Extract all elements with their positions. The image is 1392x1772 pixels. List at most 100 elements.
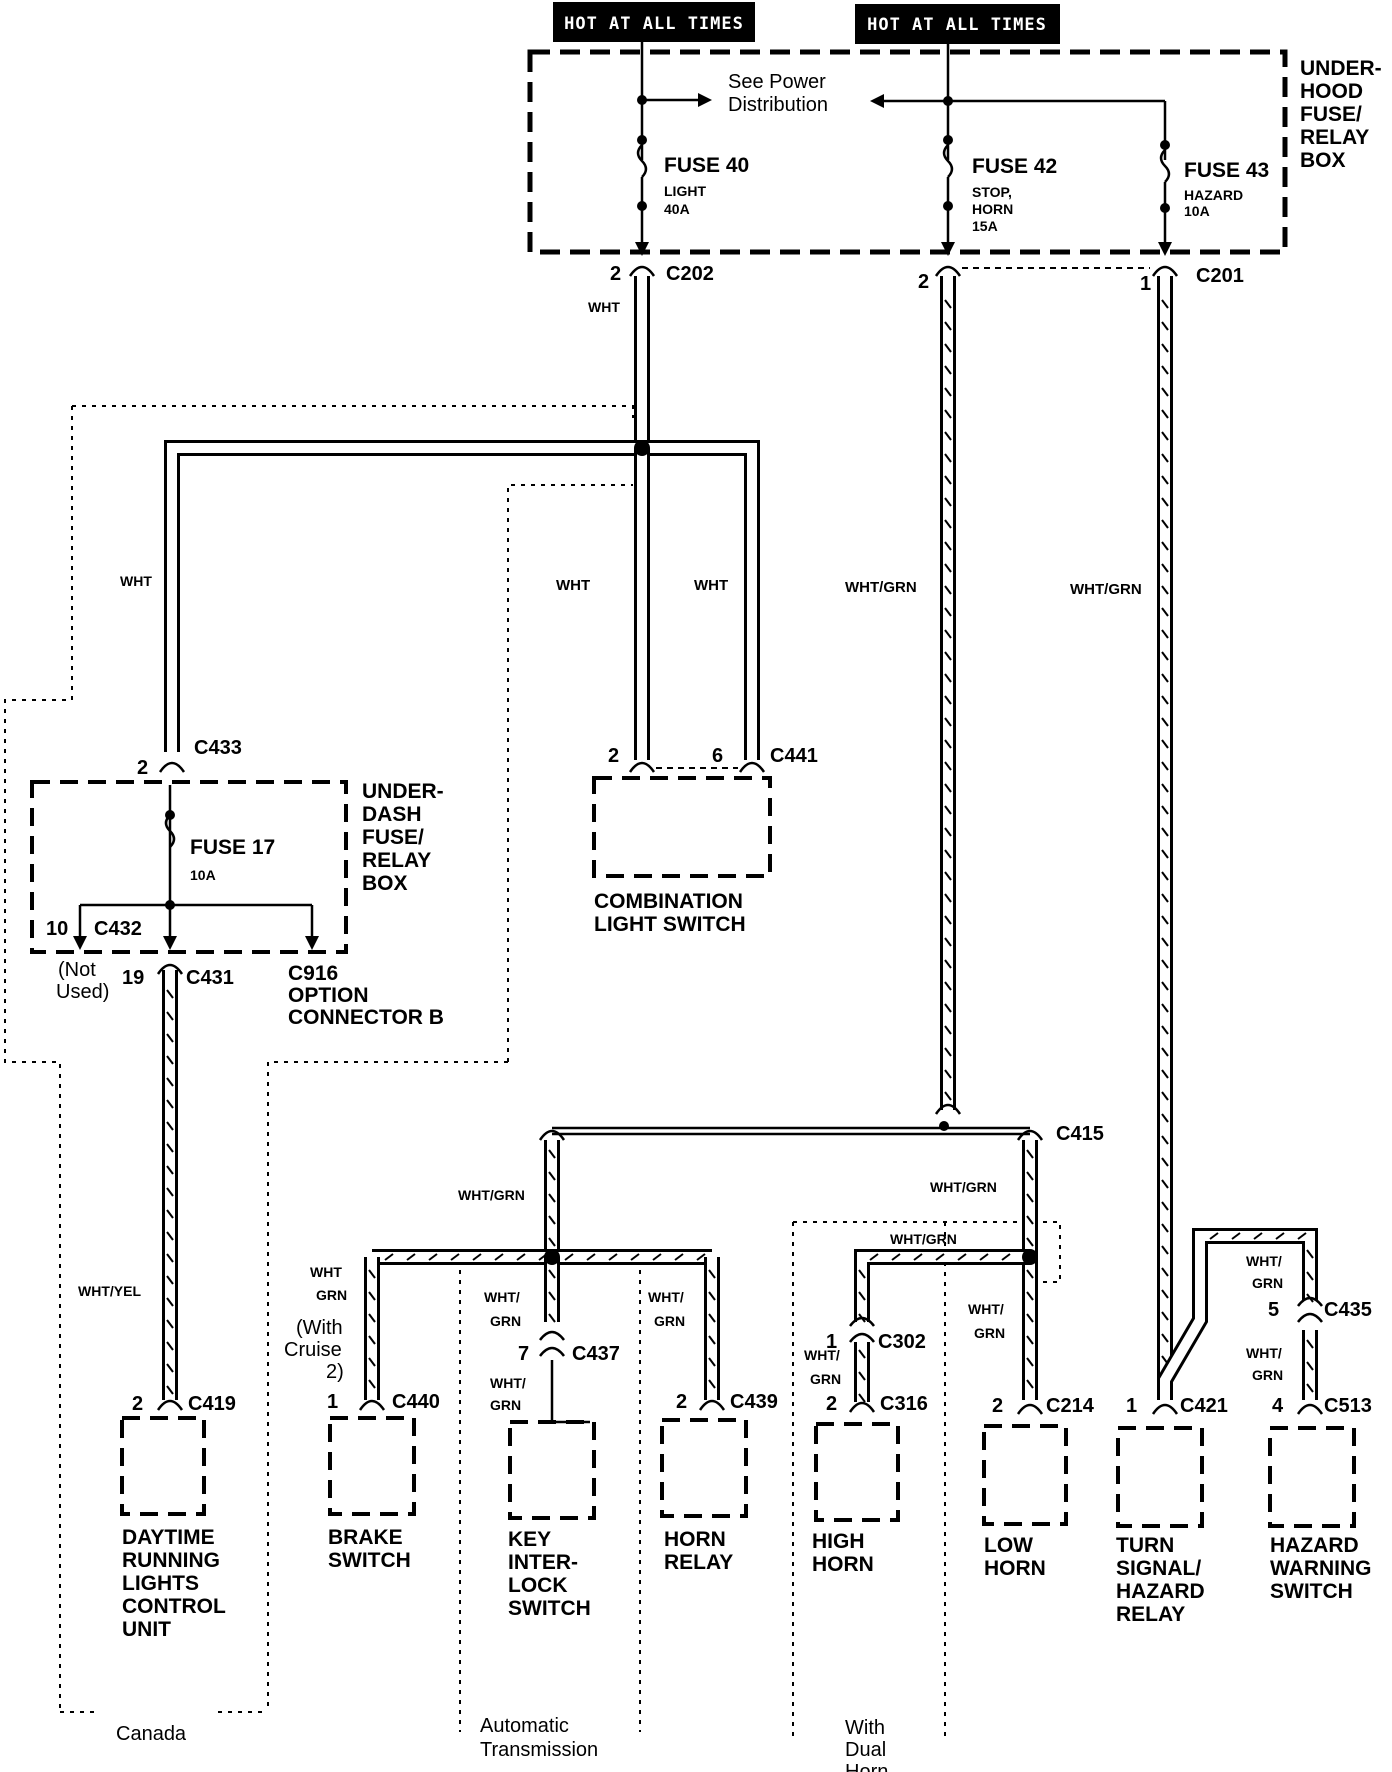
canada-label: Canada — [116, 1723, 187, 1745]
svg-text:WHT: WHT — [694, 577, 728, 594]
underhood-box-label: UNDER- HOOD FUSE/ RELAY BOX — [1300, 57, 1388, 172]
underhood-fuse-relay-box — [527, 49, 1288, 255]
c432-label: C432 — [94, 918, 142, 940]
svg-text:WHT: WHT — [120, 573, 152, 589]
svg-text:1: 1 — [1140, 273, 1151, 295]
c440-label: C440 — [392, 1391, 440, 1413]
hot-label-right: HOT AT ALL TIMES — [867, 15, 1047, 35]
c439-label: C439 — [730, 1391, 778, 1413]
hazard-warning-switch-label: HAZARD WARNING SWITCH — [1270, 1534, 1377, 1603]
c419-label: C419 — [188, 1393, 236, 1415]
svg-text:19: 19 — [122, 967, 144, 989]
svg-text:2: 2 — [137, 757, 148, 779]
svg-text:WHT/GRN: WHT/GRN — [490, 1375, 526, 1413]
c421-label: C421 — [1180, 1395, 1228, 1417]
svg-text:1: 1 — [826, 1331, 837, 1353]
fuse-43-symbol — [1158, 140, 1172, 256]
c201-connector-left — [934, 265, 962, 277]
svg-text:2: 2 — [132, 1393, 143, 1415]
c214-label: C214 — [1046, 1395, 1095, 1417]
svg-text:WHT/GRN: WHT/GRN — [1246, 1253, 1283, 1291]
svg-text:WHT/GRN: WHT/GRN — [1246, 1345, 1283, 1383]
c441-label: C441 — [770, 745, 818, 767]
c202-connector — [628, 265, 656, 277]
combination-light-switch-label: COMBINATION LIGHT SWITCH — [594, 890, 749, 936]
fuse-42-symbol — [941, 135, 955, 256]
svg-text:WHT/GRN: WHT/GRN — [484, 1289, 521, 1329]
not-used-label: (Not Used) — [56, 959, 109, 1003]
svg-text:2: 2 — [608, 745, 619, 767]
c431-label: C431 — [186, 967, 234, 989]
connector-labels: 2 6 C441 C415 2 C419 1 C440 7 C437 2 C43… — [132, 745, 1372, 1417]
svg-text:7: 7 — [518, 1343, 529, 1365]
fuse-40-desc: LIGHT — [664, 183, 706, 199]
svg-text:4: 4 — [1272, 1395, 1284, 1417]
svg-text:WHT/GRN: WHT/GRN — [804, 1347, 841, 1387]
key-interlock-switch-box — [508, 1420, 596, 1520]
hot-at-all-times-box-left — [553, 2, 755, 42]
hot-label-left: HOT AT ALL TIMES — [564, 14, 744, 34]
dual-horn-region-outline — [792, 1221, 1061, 1736]
fuse-43-desc: HAZARD — [1184, 187, 1243, 203]
canada-region-outline — [4, 405, 634, 1712]
svg-text:2: 2 — [992, 1395, 1003, 1417]
svg-text:WHT/GRN: WHT/GRN — [648, 1289, 685, 1329]
turn-signal-hazard-relay-box — [1116, 1426, 1204, 1528]
c433-connector — [158, 761, 186, 773]
dual-horn-label: With Dual Horn — [845, 1717, 892, 1772]
c415-label: C415 — [1056, 1123, 1104, 1145]
low-horn-label: LOW HORN — [984, 1534, 1046, 1580]
fuse-42-amp: 15A — [972, 218, 998, 234]
fuse-40-label: FUSE 40 — [664, 154, 749, 177]
fuse-42-desc1: STOP, — [972, 184, 1012, 200]
svg-text:WHT/GRN: WHT/GRN — [968, 1301, 1005, 1341]
c433-label: C433 — [194, 737, 242, 759]
fuse-17-amp: 10A — [190, 867, 216, 883]
svg-text:WHT/GRN: WHT/GRN — [890, 1231, 957, 1247]
fuse-40-symbol — [635, 135, 649, 256]
automatic-transmission-label: Automatic Transmission — [480, 1715, 598, 1761]
c916-label: C916 OPTION CONNECTOR B — [288, 962, 444, 1029]
c201-label: C201 — [1196, 265, 1244, 287]
c437-label: C437 — [572, 1343, 620, 1365]
svg-text:WHT/GRN: WHT/GRN — [845, 579, 917, 596]
fuse-42-label: FUSE 42 — [972, 155, 1057, 178]
svg-text:10: 10 — [46, 918, 68, 940]
svg-text:2: 2 — [826, 1393, 837, 1415]
wires — [73, 276, 1318, 1424]
c513-label: C513 — [1324, 1395, 1372, 1417]
high-horn-box — [814, 1422, 900, 1522]
c316-label: C316 — [880, 1393, 928, 1415]
high-horn-label: HIGH HORN — [812, 1530, 874, 1576]
underdash-fuse-relay-box — [30, 780, 348, 954]
svg-text:1: 1 — [1126, 1395, 1137, 1417]
svg-text:WHT/GRN: WHT/GRN — [458, 1187, 525, 1203]
svg-text:WHT/GRN: WHT/GRN — [930, 1179, 997, 1195]
wire-tracer-hatching — [166, 299, 1314, 1403]
combination-light-switch-box — [592, 776, 772, 878]
svg-text:1: 1 — [327, 1391, 338, 1413]
fuse-40-amp: 40A — [664, 201, 690, 217]
svg-text:WHT/GRN: WHT/GRN — [1070, 581, 1142, 598]
svg-text:WHT/YEL: WHT/YEL — [78, 1283, 141, 1299]
drl-control-unit-label: DAYTIME RUNNING LIGHTS CONTROL UNIT — [122, 1526, 231, 1641]
svg-text:WHT: WHT — [588, 299, 620, 315]
brake-switch-label: BRAKE SWITCH — [328, 1526, 411, 1572]
fuse-43-label: FUSE 43 — [1184, 159, 1269, 182]
automatic-transmission-region-outline — [459, 1259, 641, 1732]
c201-connector-right — [1151, 265, 1179, 277]
underdash-box-label: UNDER- DASH FUSE/ RELAY BOX — [362, 780, 450, 895]
see-power-distribution-label: See Power Distribution — [728, 71, 831, 116]
svg-text:2: 2 — [676, 1391, 687, 1413]
wire-labels: WHT WHT WHT WHT WHT/GRN WHT/GRN WHT/YEL … — [78, 299, 1283, 1413]
c435-label: C435 — [1324, 1299, 1372, 1321]
svg-text:2: 2 — [610, 263, 621, 285]
low-horn-box — [982, 1424, 1068, 1526]
hot-at-all-times-box-right — [855, 4, 1060, 44]
c202-label: C202 — [666, 263, 714, 285]
c302-label: C302 — [878, 1331, 926, 1353]
fuse-17-label: FUSE 17 — [190, 836, 275, 859]
